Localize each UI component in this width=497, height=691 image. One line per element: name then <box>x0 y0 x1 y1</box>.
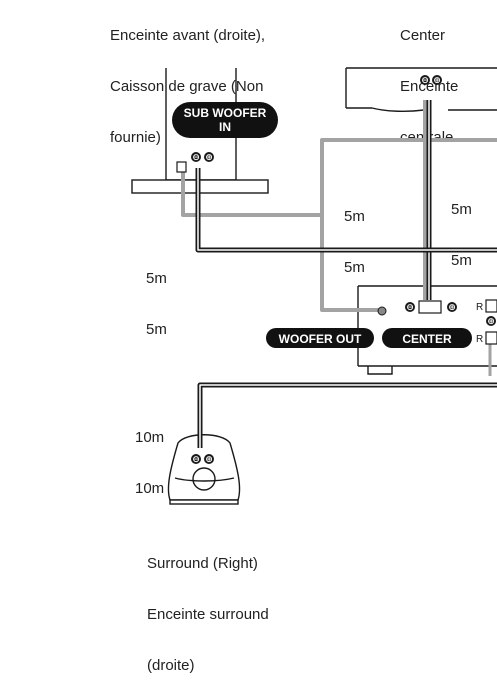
center-minus-glyph: ⊖ <box>421 76 429 86</box>
surround-right-terminal-box <box>485 331 497 345</box>
front-right-plus-glyph: ⊕ <box>487 317 495 327</box>
right-channel-label-1: R <box>476 302 483 313</box>
center-label-line1: Center <box>400 27 446 44</box>
cable-length-center-gray: 5m <box>344 208 365 225</box>
woofer-out-text: WOOFER OUT <box>279 332 362 346</box>
cable-length-front: 5m 5m <box>451 167 472 286</box>
surround-plus-glyph: ⊕ <box>205 455 213 465</box>
receiver-center-plus <box>447 302 457 312</box>
gray-cables <box>181 100 497 312</box>
receiver-center-plate <box>418 300 442 314</box>
front-right-label: Enceinte avant (droite), Caisson de grav… <box>110 0 265 163</box>
sub-minus-glyph: ⊖ <box>192 153 200 163</box>
sub-terminal-plate <box>176 161 187 173</box>
surround-minus-terminal <box>191 454 201 464</box>
cable-length-center-black: 5m <box>344 259 365 276</box>
center-minus-terminal <box>420 75 430 85</box>
front-right-label-line1: Enceinte avant (droite), <box>110 27 266 44</box>
cable-length-front-black: 5m <box>451 252 472 269</box>
woofer-out-badge: WOOFER OUT <box>266 328 374 348</box>
sub-plus-terminal <box>204 152 214 162</box>
cable-length-sub: 5m 5m <box>146 236 167 355</box>
black-cables <box>195 100 497 448</box>
terminal-glyphs: ⊖ ⊕ ⊖ ⊕ ⊖ ⊕ ⊕ ⊖ ⊕ <box>192 76 495 465</box>
cable-length-front-gray: 5m <box>451 201 472 218</box>
surround-label-line3: (droite) <box>147 657 195 674</box>
receiver-minus-glyph: ⊖ <box>406 303 414 313</box>
center-badge-text: CENTER <box>402 332 452 346</box>
surround-label-line1: Surround (Right) <box>147 555 258 572</box>
terminals <box>176 75 497 464</box>
cable-length-surround: 10m 10m <box>135 395 164 514</box>
center-label-line2: Enceinte <box>400 78 459 95</box>
cable-length-sub-gray: 5m <box>146 270 167 287</box>
receiver-center-minus <box>405 302 415 312</box>
front-right-plus-terminal <box>486 316 496 326</box>
sub-woofer-in-badge: SUB WOOFER IN <box>172 102 278 138</box>
receiver-plus-glyph: ⊕ <box>448 303 456 313</box>
center-badge: CENTER <box>382 328 472 348</box>
right-channel-label-2: R <box>476 334 483 345</box>
center-speaker <box>345 67 497 113</box>
cable-length-surround-gray: 10m <box>135 429 165 446</box>
surround-speaker <box>167 434 241 505</box>
sub-minus-terminal <box>191 152 201 162</box>
sub-woofer-in-line2: IN <box>219 120 231 134</box>
sub-woofer-in-line1: SUB WOOFER <box>184 106 267 120</box>
center-plus-glyph: ⊕ <box>433 76 441 86</box>
cable-length-sub-black: 5m <box>146 321 167 338</box>
surround-plus-terminal <box>204 454 214 464</box>
front-right-label-line2: Caisson de grave (Non <box>110 78 264 95</box>
cable-length-center: 5m 5m <box>344 174 365 293</box>
wiring-diagram: ⊖ ⊕ ⊖ ⊕ ⊖ ⊕ ⊕ ⊖ ⊕ R R SUB WOOFER IN WOOF… <box>131 67 497 505</box>
surround-label-line2: Enceinte surround <box>147 606 269 623</box>
front-right-label-line3: fournie) <box>110 129 161 146</box>
center-plus-terminal <box>432 75 442 85</box>
sub-plus-glyph: ⊕ <box>205 153 213 163</box>
woofer-out-jack <box>377 306 387 316</box>
front-right-terminal-box <box>485 299 497 313</box>
cable-length-surround-black: 10m <box>135 480 165 497</box>
surround-minus-glyph: ⊖ <box>192 455 200 465</box>
